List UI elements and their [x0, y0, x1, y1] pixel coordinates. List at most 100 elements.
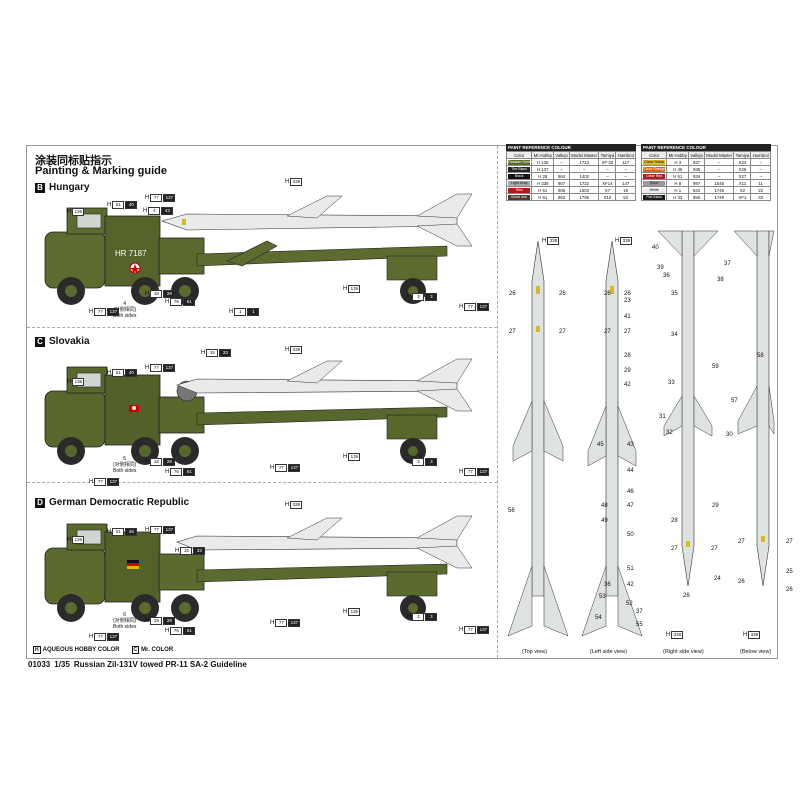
section-name: German Democratic Republic	[49, 497, 190, 508]
callout-prefix: H	[89, 633, 94, 640]
note-both-sides-b: 4 (对侧相同) Both sides	[113, 301, 136, 319]
part-number: 28	[624, 353, 631, 359]
part-number: 27	[786, 539, 793, 545]
part-number: 35	[671, 291, 678, 297]
color-code: 51	[112, 369, 125, 377]
callout-prefix: H	[285, 501, 290, 508]
color-code: 338	[290, 178, 303, 186]
callout-prefix: H	[145, 364, 150, 371]
part-number: 59	[712, 364, 719, 370]
callout-prefix: H	[407, 613, 412, 620]
note-number: 6	[123, 612, 127, 618]
table-caption: PAINT REFERENCE COLOUR	[506, 144, 636, 151]
callout-prefix: H	[67, 378, 72, 385]
part-number: 57	[731, 398, 738, 404]
callout-prefix: H	[229, 308, 234, 315]
color-code: 137	[163, 364, 176, 372]
callout-prefix: H	[67, 208, 72, 215]
part-number: 34	[671, 332, 678, 338]
view-label-left-side: (Left side view)	[590, 649, 627, 655]
color-swatch: Clear Yellow	[643, 160, 666, 165]
color-swatch: Clear Red	[643, 174, 666, 179]
missile-left-side-view	[581, 240, 643, 637]
color-swatch: Black	[508, 174, 531, 179]
part-number: 38	[717, 277, 724, 283]
vallejo-code: 863	[553, 193, 570, 201]
section-divider	[27, 327, 497, 328]
part-number: 27	[559, 329, 566, 335]
missile-views-illustration	[507, 230, 775, 637]
color-code: 338	[671, 631, 684, 639]
color-swatch: Tire Black	[508, 167, 531, 172]
callout-prefix: H	[107, 528, 112, 535]
part-number: 27	[738, 539, 745, 545]
color-code: 338	[748, 631, 761, 639]
missile-right-side-view	[657, 230, 719, 587]
product-scale: 1/35	[54, 660, 70, 669]
part-number: 27	[711, 546, 718, 552]
part-number: 43	[627, 442, 634, 448]
callout-prefix: H	[270, 464, 275, 471]
part-number: 32	[666, 430, 673, 436]
color-code: 136	[348, 285, 361, 293]
part-number: 33	[668, 380, 675, 386]
part-number: 51	[627, 566, 634, 572]
color-swatch: Russian Green	[508, 160, 533, 165]
callout-prefix: H	[165, 627, 170, 634]
color-code: 61	[183, 627, 196, 635]
color-code: 137	[107, 633, 120, 641]
view-label-top: (Top view)	[522, 649, 548, 655]
color-swatch: Red	[508, 188, 531, 193]
callout-prefix: H	[145, 194, 150, 201]
color-code: 338	[620, 237, 633, 245]
color-swatch: Clear Orange	[643, 167, 666, 172]
color-code: 28	[163, 617, 176, 625]
part-number: 37	[724, 261, 731, 267]
callout-prefix: H	[143, 207, 148, 214]
page-title-chinese: 涂装同标贴指示	[35, 155, 112, 167]
section-divider	[27, 482, 497, 483]
color-code: 15	[180, 547, 193, 555]
note-en: Both sides	[113, 624, 137, 630]
color-code: 51	[112, 528, 125, 536]
color-code: 76	[170, 468, 183, 476]
callout-prefix: H	[407, 293, 412, 300]
part-number: 31	[659, 414, 666, 420]
color-code: 28	[163, 458, 176, 466]
color-code: 136	[72, 378, 85, 386]
trailer	[176, 380, 448, 464]
callout-prefix: H	[107, 201, 112, 208]
color-code: 77	[275, 464, 288, 472]
part-number: 36	[663, 273, 670, 279]
callout-prefix: H	[343, 285, 348, 292]
color-code: 3	[425, 458, 438, 466]
part-number: 36	[604, 582, 611, 588]
instruction-sheet: 涂装同标贴指示 Painting & Marking guide B Hunga…	[26, 144, 793, 659]
color-swatch: White	[643, 188, 666, 193]
callout-prefix: H	[285, 346, 290, 353]
page-title: Painting & Marking guide	[35, 165, 168, 177]
legend-key: C	[131, 646, 140, 654]
color-code: 33	[219, 349, 232, 357]
